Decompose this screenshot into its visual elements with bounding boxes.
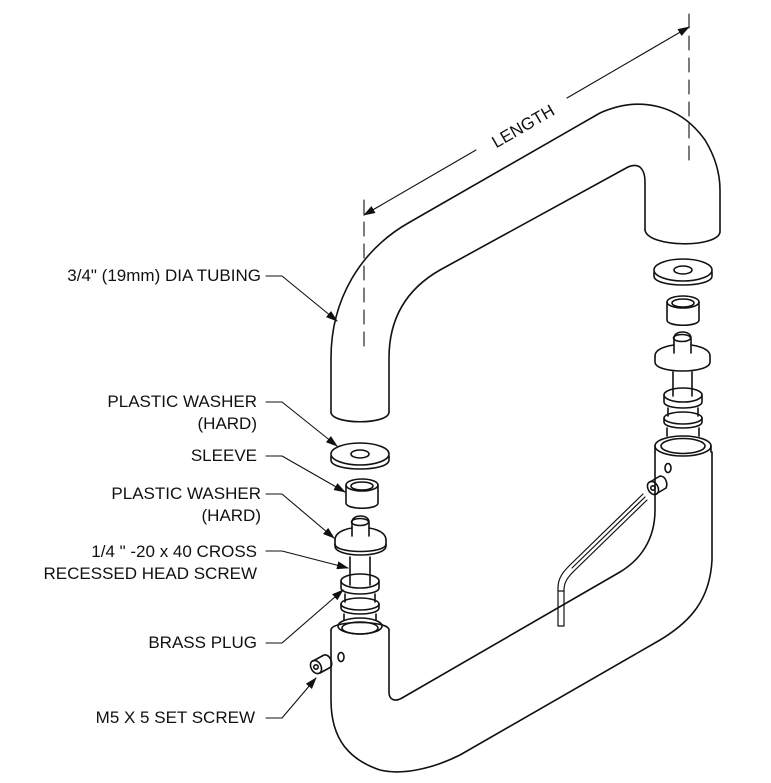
length-label: LENGTH <box>489 101 558 152</box>
callout-washer-bottom-line-2: (HARD) <box>201 506 262 525</box>
sleeve-left <box>345 478 379 510</box>
callout-screw-line-1: 1/4 " -20 x 40 CROSS <box>91 542 257 561</box>
right-fastener-stack <box>653 258 713 437</box>
callout-washer-top-line-2: (HARD) <box>197 414 258 433</box>
plastic-washer-bottom-right <box>654 331 711 372</box>
dimension-line-right <box>566 26 690 99</box>
set-screw-hole-left <box>337 651 345 663</box>
length-dimension: LENGTH <box>363 13 690 353</box>
plastic-washer-top-left <box>330 442 390 470</box>
brass-plug-left <box>337 573 383 635</box>
upper-tube <box>330 103 721 423</box>
callout-washer-top-line-1: PLASTIC WASHER <box>107 392 257 411</box>
callout-washer-bottom-line-1: PLASTIC WASHER <box>111 484 261 503</box>
dimension-line-left <box>363 149 477 216</box>
leader-tubing <box>265 275 338 322</box>
callout-sleeve-line-1: SLEEVE <box>190 446 257 465</box>
callout-sleeve: SLEEVE <box>191 445 257 467</box>
leader-set-screw <box>265 677 317 719</box>
leader-sleeve <box>265 455 346 493</box>
cross-recessed-screw-right <box>672 371 693 397</box>
set-screw-right <box>646 475 668 496</box>
leader-washer-top <box>265 401 338 447</box>
plastic-washer-bottom-left <box>334 515 387 556</box>
callout-tubing: 3/4" (19mm) DIA TUBING <box>67 265 261 287</box>
callout-plastic-washer-top: PLASTIC WASHER (HARD) <box>107 391 257 435</box>
set-screw-hole-right <box>664 462 672 474</box>
leaders <box>265 275 349 719</box>
leader-washer-bottom <box>265 493 335 539</box>
brass-plug-right <box>663 387 703 437</box>
callout-set-screw: M5 X 5 SET SCREW <box>96 707 255 729</box>
callout-screw-line-2: RECESSED HEAD SCREW <box>43 564 257 583</box>
callout-screw: 1/4 " -20 x 40 CROSS RECESSED HEAD SCREW <box>44 541 257 585</box>
leader-screw <box>265 550 349 570</box>
sleeve-right <box>666 295 700 327</box>
plastic-washer-top-right <box>653 258 713 286</box>
set-screw-left <box>309 654 333 675</box>
callout-set-screw-line-1: M5 X 5 SET SCREW <box>95 708 255 727</box>
cross-recessed-screw-left <box>349 556 371 586</box>
left-fastener-stack <box>330 442 390 635</box>
callout-brass-plug: BRASS PLUG <box>148 632 257 654</box>
hex-key <box>557 493 648 627</box>
callout-plastic-washer-bottom: PLASTIC WASHER (HARD) <box>111 483 261 527</box>
lower-handle <box>330 435 713 773</box>
leader-plug <box>265 589 344 644</box>
callout-tubing-line-1: 3/4" (19mm) DIA TUBING <box>67 266 261 285</box>
callout-plug-line-1: BRASS PLUG <box>148 633 257 652</box>
